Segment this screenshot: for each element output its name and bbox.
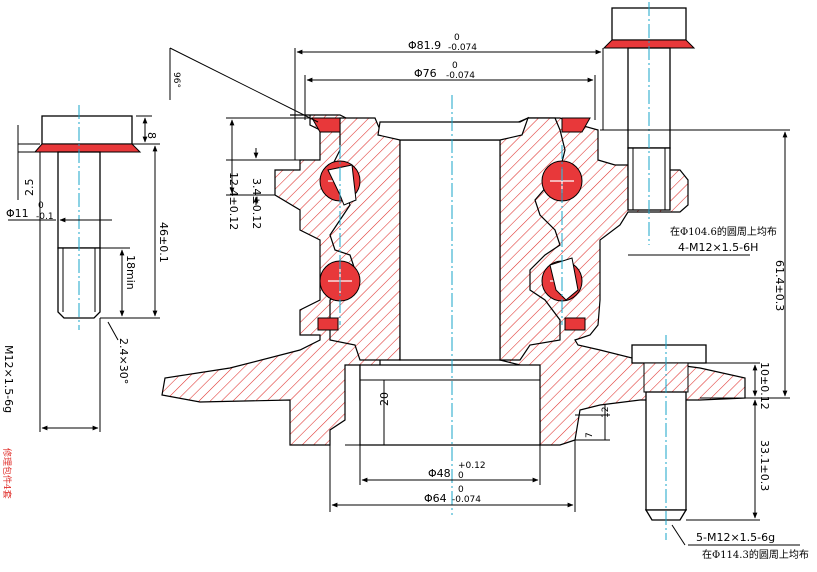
upper-thread-note: 4-M12×1.5-6H [678, 241, 758, 254]
bolt-shank-dia-label: Φ11 [6, 207, 29, 220]
bore-dia-tol-upper: +0.12 [458, 461, 486, 471]
pilot-dia-label: Φ64 [424, 492, 447, 505]
hub-inner-right [499, 117, 566, 361]
bolt-thread-len-label: 18min [124, 255, 137, 290]
bolt-length-label: 46±0.1 [157, 222, 170, 263]
seal-upper-right [561, 117, 591, 133]
left-height-dimensions [226, 117, 310, 205]
stud-length-label: 33.1±0.3 [758, 440, 771, 491]
bolt-thread-spec-label: M12×1.5-6g [2, 345, 15, 413]
right-dimensions [575, 129, 800, 546]
pilot-dia-tol-lower: -0.074 [452, 495, 481, 505]
inner-dia-tol-upper: 0 [452, 61, 458, 71]
outer-dia-tol-upper: 0 [454, 33, 460, 43]
lower-thread-note: 5-M12×1.5-6g [696, 531, 775, 544]
bore-dia-tol-lower: 0 [458, 471, 464, 481]
seal-lower-left [317, 317, 339, 331]
seal-upper-left [311, 117, 341, 133]
bottom-dimensions [329, 380, 576, 512]
lower-circle-note: 在Φ114.3的圆周上均布 [702, 548, 809, 561]
lower-wheel-stud [631, 335, 707, 540]
step-12-label: 12 [601, 407, 611, 418]
red-note: 修理包件4套 [1, 448, 13, 499]
bolt-head [41, 115, 133, 145]
outer-dia-label: Φ81.9 [408, 39, 441, 52]
bolt-shank-tol-lower: -0.1 [36, 212, 54, 222]
bolt-flange-thk-label: 2.5 [23, 179, 36, 197]
right-height-label: 61.4±0.3 [773, 260, 786, 311]
top-dimensions [169, 47, 604, 160]
upper-stud-bolt [602, 2, 696, 245]
left-bolt-view [8, 105, 160, 432]
bolt-flange [33, 143, 142, 153]
outer-dia-tol-lower: -0.074 [448, 43, 477, 53]
seal-lower-right [564, 317, 586, 331]
bolt-head-height-label: 8 [145, 132, 158, 139]
bore-dia-label: Φ48 [428, 467, 451, 480]
bolt-chamfer-label: 2.4×30° [117, 338, 130, 384]
left-height-1-label: 12.4±0.12 [227, 172, 240, 230]
inner-dia-label: Φ76 [414, 67, 437, 80]
left-height-2-label: 3.4±0.12 [250, 178, 263, 229]
flange-thk-label: 10±0.12 [758, 362, 771, 410]
pilot-depth-label: 20 [378, 392, 391, 406]
hub-section [161, 95, 746, 515]
pilot-dia-tol-upper: 0 [458, 485, 464, 495]
angle-label: 96° [171, 72, 181, 88]
bolt-shank-tol-upper: 0 [38, 201, 44, 211]
step-7-label: 7 [585, 432, 595, 438]
hub-bore [399, 139, 501, 361]
upper-circle-note: 在Φ104.6的圆周上均布 [670, 225, 777, 238]
inner-dia-tol-lower: -0.074 [446, 71, 475, 81]
